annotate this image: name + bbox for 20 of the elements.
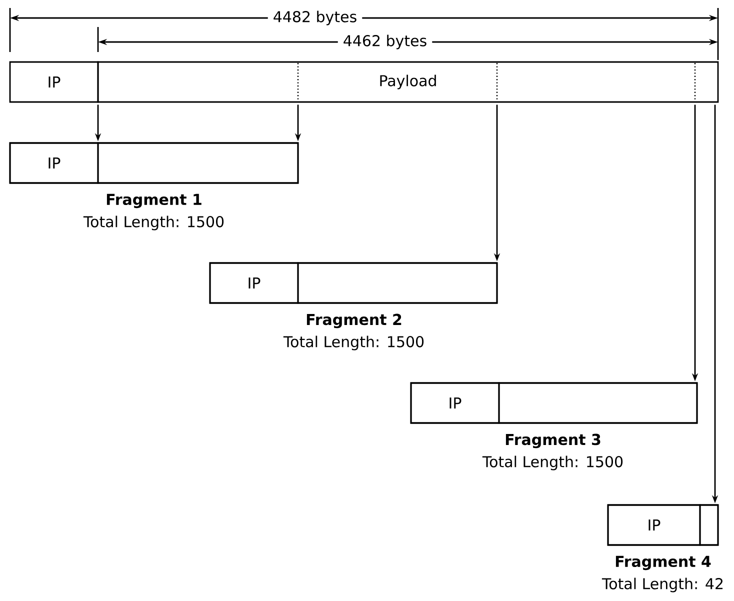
data-cell [699, 504, 719, 546]
length-caption: Total Length: 1500 [283, 336, 424, 350]
length-caption: Total Length: 1500 [83, 216, 224, 230]
fragment-title: Fragment 4 [616, 556, 711, 570]
payload-cell: Payload [97, 61, 719, 103]
header-cell: IP [9, 142, 99, 184]
data-cell [97, 142, 299, 184]
header-cell: IP [410, 382, 500, 424]
data-cell [498, 382, 698, 424]
length-caption: Total Length: 42 [602, 578, 723, 592]
header-cell: IP [209, 262, 299, 304]
fragment-title: Fragment 2 [306, 314, 402, 328]
header-cell: IP [607, 504, 701, 546]
data-cell [297, 262, 498, 304]
header-cell: IP [9, 61, 99, 103]
dimension-label: 4462 bytes [338, 34, 432, 50]
dimension-label: 4482 bytes [268, 10, 362, 26]
length-caption: Total Length: 1500 [482, 456, 623, 470]
fragment-title: Fragment 1 [106, 194, 202, 208]
fragment-title: Fragment 3 [506, 434, 600, 448]
